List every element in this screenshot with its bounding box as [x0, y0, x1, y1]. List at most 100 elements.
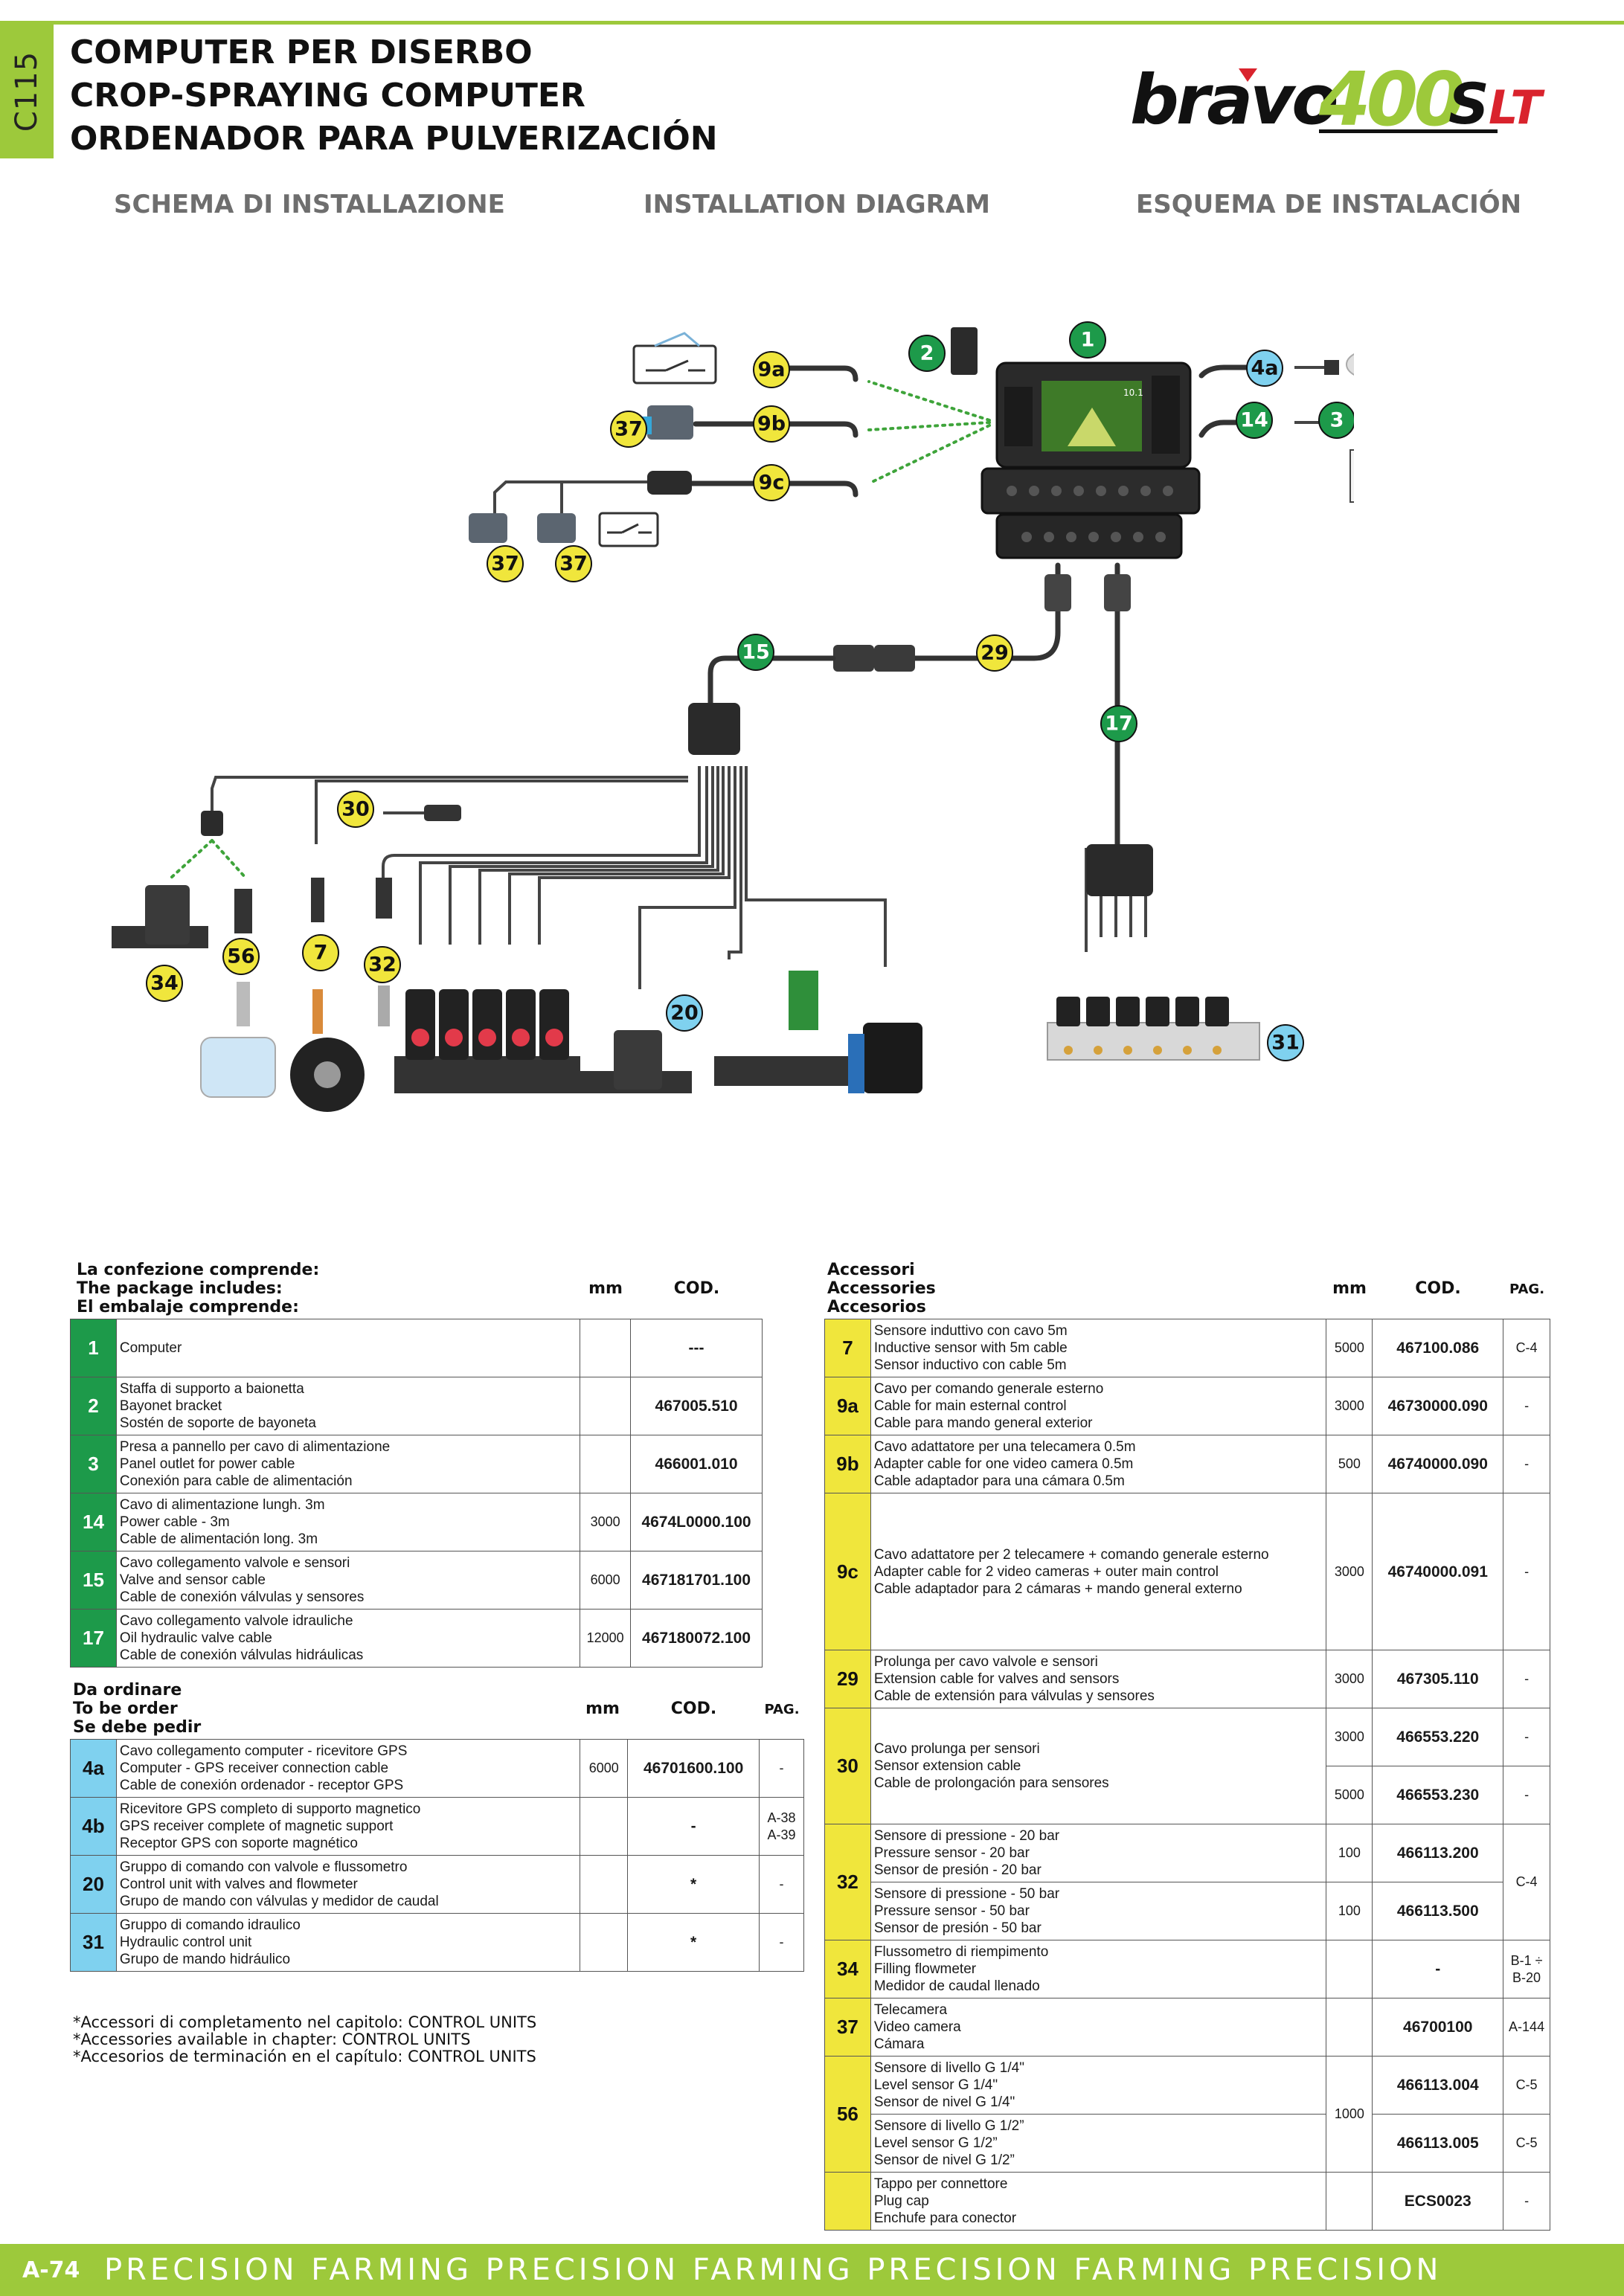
label-1: 1: [1069, 321, 1106, 358]
svg-text:3: 3: [1330, 409, 1344, 432]
logo-s: S: [1448, 71, 1489, 137]
order-col-pag: PAG.: [764, 1702, 800, 1717]
brand-logo: bravo 400 S LT: [1130, 56, 1545, 141]
wheel: [290, 1038, 365, 1112]
svg-text:9b: 9b: [757, 413, 786, 436]
svg-text:31: 31: [1271, 1032, 1300, 1055]
package-table: 1 Computer --- 2 Staffa di supporto a ba…: [70, 1319, 763, 1668]
extension-30-connector: [424, 805, 461, 821]
table-row: 3 Presa a pannello per cavo di alimentaz…: [70, 1435, 763, 1493]
label-9c: 9c: [753, 464, 790, 501]
label-31: 31: [1267, 1024, 1304, 1061]
order-col-mm: mm: [585, 1700, 620, 1718]
label-29: 29: [976, 634, 1013, 672]
label-56: 56: [222, 938, 260, 975]
order-col-cod: COD.: [670, 1700, 717, 1718]
svg-text:37: 37: [614, 418, 643, 441]
svg-text:14: 14: [1240, 409, 1268, 432]
section-heading-es: ESQUEMA DE INSTALACIÓN: [1136, 190, 1522, 219]
label-20: 20: [666, 994, 703, 1032]
main-switch-box: [632, 332, 717, 385]
label-15: 15: [737, 634, 774, 671]
svg-text:37: 37: [491, 553, 519, 576]
label-30: 30: [337, 791, 374, 828]
filling-flowmeter: [112, 885, 208, 948]
accessories-col-cod: COD.: [1415, 1279, 1461, 1298]
section-heading-it: SCHEMA DI INSTALLAZIONE: [114, 190, 505, 219]
logo-number: 400: [1318, 56, 1463, 141]
video-camera-1: [640, 405, 693, 440]
package-col-mm: mm: [588, 1279, 623, 1298]
page-number: A-74: [22, 2257, 80, 2283]
regulating-valve: [714, 971, 922, 1093]
installation-diagram: .cable { fill: none; stroke: #333; strok…: [112, 321, 1354, 1112]
svg-text:4a: 4a: [1251, 357, 1278, 380]
accessories-col-mm: mm: [1332, 1279, 1367, 1298]
level-sensor: [234, 889, 252, 1026]
label-3: 3: [1318, 402, 1354, 439]
label-14: 14: [1236, 402, 1273, 439]
svg-text:15: 15: [742, 641, 770, 664]
hydraulic-control-unit: [1047, 997, 1260, 1061]
table-row: 20 Gruppo di comando con valvole e fluss…: [70, 1855, 804, 1914]
connector-29-top: [1044, 574, 1071, 611]
screen-readout: 10.1: [1123, 388, 1143, 398]
chapter-code: C115: [10, 51, 44, 132]
order-heading: Da ordinare To be order Se debe pedir: [73, 1681, 202, 1737]
label-37-c: 37: [555, 545, 592, 582]
table-row: Sensore di livello G 1/2”Level sensor G …: [825, 2114, 1550, 2173]
video-camera-2: [469, 513, 507, 543]
table-row: 9b Cavo adattatore per una telecamera 0.…: [824, 1435, 1550, 1493]
bayonet-bracket: [951, 327, 978, 375]
label-2: 2: [908, 335, 946, 372]
notes: *Accessori di completamento nel capitolo…: [73, 2013, 537, 2065]
title-line-es: ORDENADOR PARA PULVERIZACIÓN: [70, 120, 718, 158]
table-row: 4a Cavo collegamento computer - ricevito…: [70, 1739, 804, 1798]
svg-text:30: 30: [341, 798, 370, 821]
accessories-col-pag: PAG.: [1509, 1282, 1545, 1297]
svg-text:9c: 9c: [759, 472, 785, 495]
svg-text:32: 32: [368, 954, 397, 977]
footer-band: A-74 PRECISION FARMING PRECISION FARMING…: [0, 2244, 1624, 2296]
gps-receiver: [1346, 353, 1354, 376]
logo-underline: [1319, 129, 1498, 133]
connector-15-right: [833, 645, 874, 672]
label-34: 34: [146, 965, 183, 1002]
svg-text:34: 34: [150, 972, 179, 995]
top-rule: [0, 21, 1624, 25]
svg-text:37: 37: [559, 553, 588, 576]
computer-unit: 10.1: [981, 361, 1201, 559]
flowmeter-20: [580, 1030, 692, 1093]
9c-connector: [647, 471, 692, 495]
video-camera-3: [537, 513, 576, 543]
logo-main-text: bravo: [1130, 60, 1336, 140]
svg-text:9a: 9a: [757, 358, 785, 382]
water-tank: [200, 1037, 276, 1098]
table-row: 5000 466553.230 -: [825, 1766, 1550, 1824]
logo-red-accent: [1239, 68, 1257, 82]
section-heading-en: INSTALLATION DIAGRAM: [643, 190, 990, 219]
flowmeter-34-connector: [201, 811, 223, 836]
svg-text:1: 1: [1081, 329, 1095, 352]
order-table: 4a Cavo collegamento computer - ricevito…: [70, 1739, 804, 1972]
label-9a: 9a: [753, 351, 790, 388]
label-7: 7: [302, 934, 339, 971]
title-line-it: COMPUTER PER DISERBO: [70, 33, 533, 71]
section-valves-block: [394, 989, 580, 1093]
main-switch-box-2: [598, 512, 659, 547]
label-9b: 9b: [753, 405, 790, 443]
page-title: COMPUTER PER DISERBO CROP-SPRAYING COMPU…: [70, 31, 718, 161]
svg-text:56: 56: [227, 945, 255, 968]
table-row: 56 Sensore di livello G 1/4"Level sensor…: [824, 2056, 1550, 2173]
pressure-sensor: [376, 878, 392, 1026]
